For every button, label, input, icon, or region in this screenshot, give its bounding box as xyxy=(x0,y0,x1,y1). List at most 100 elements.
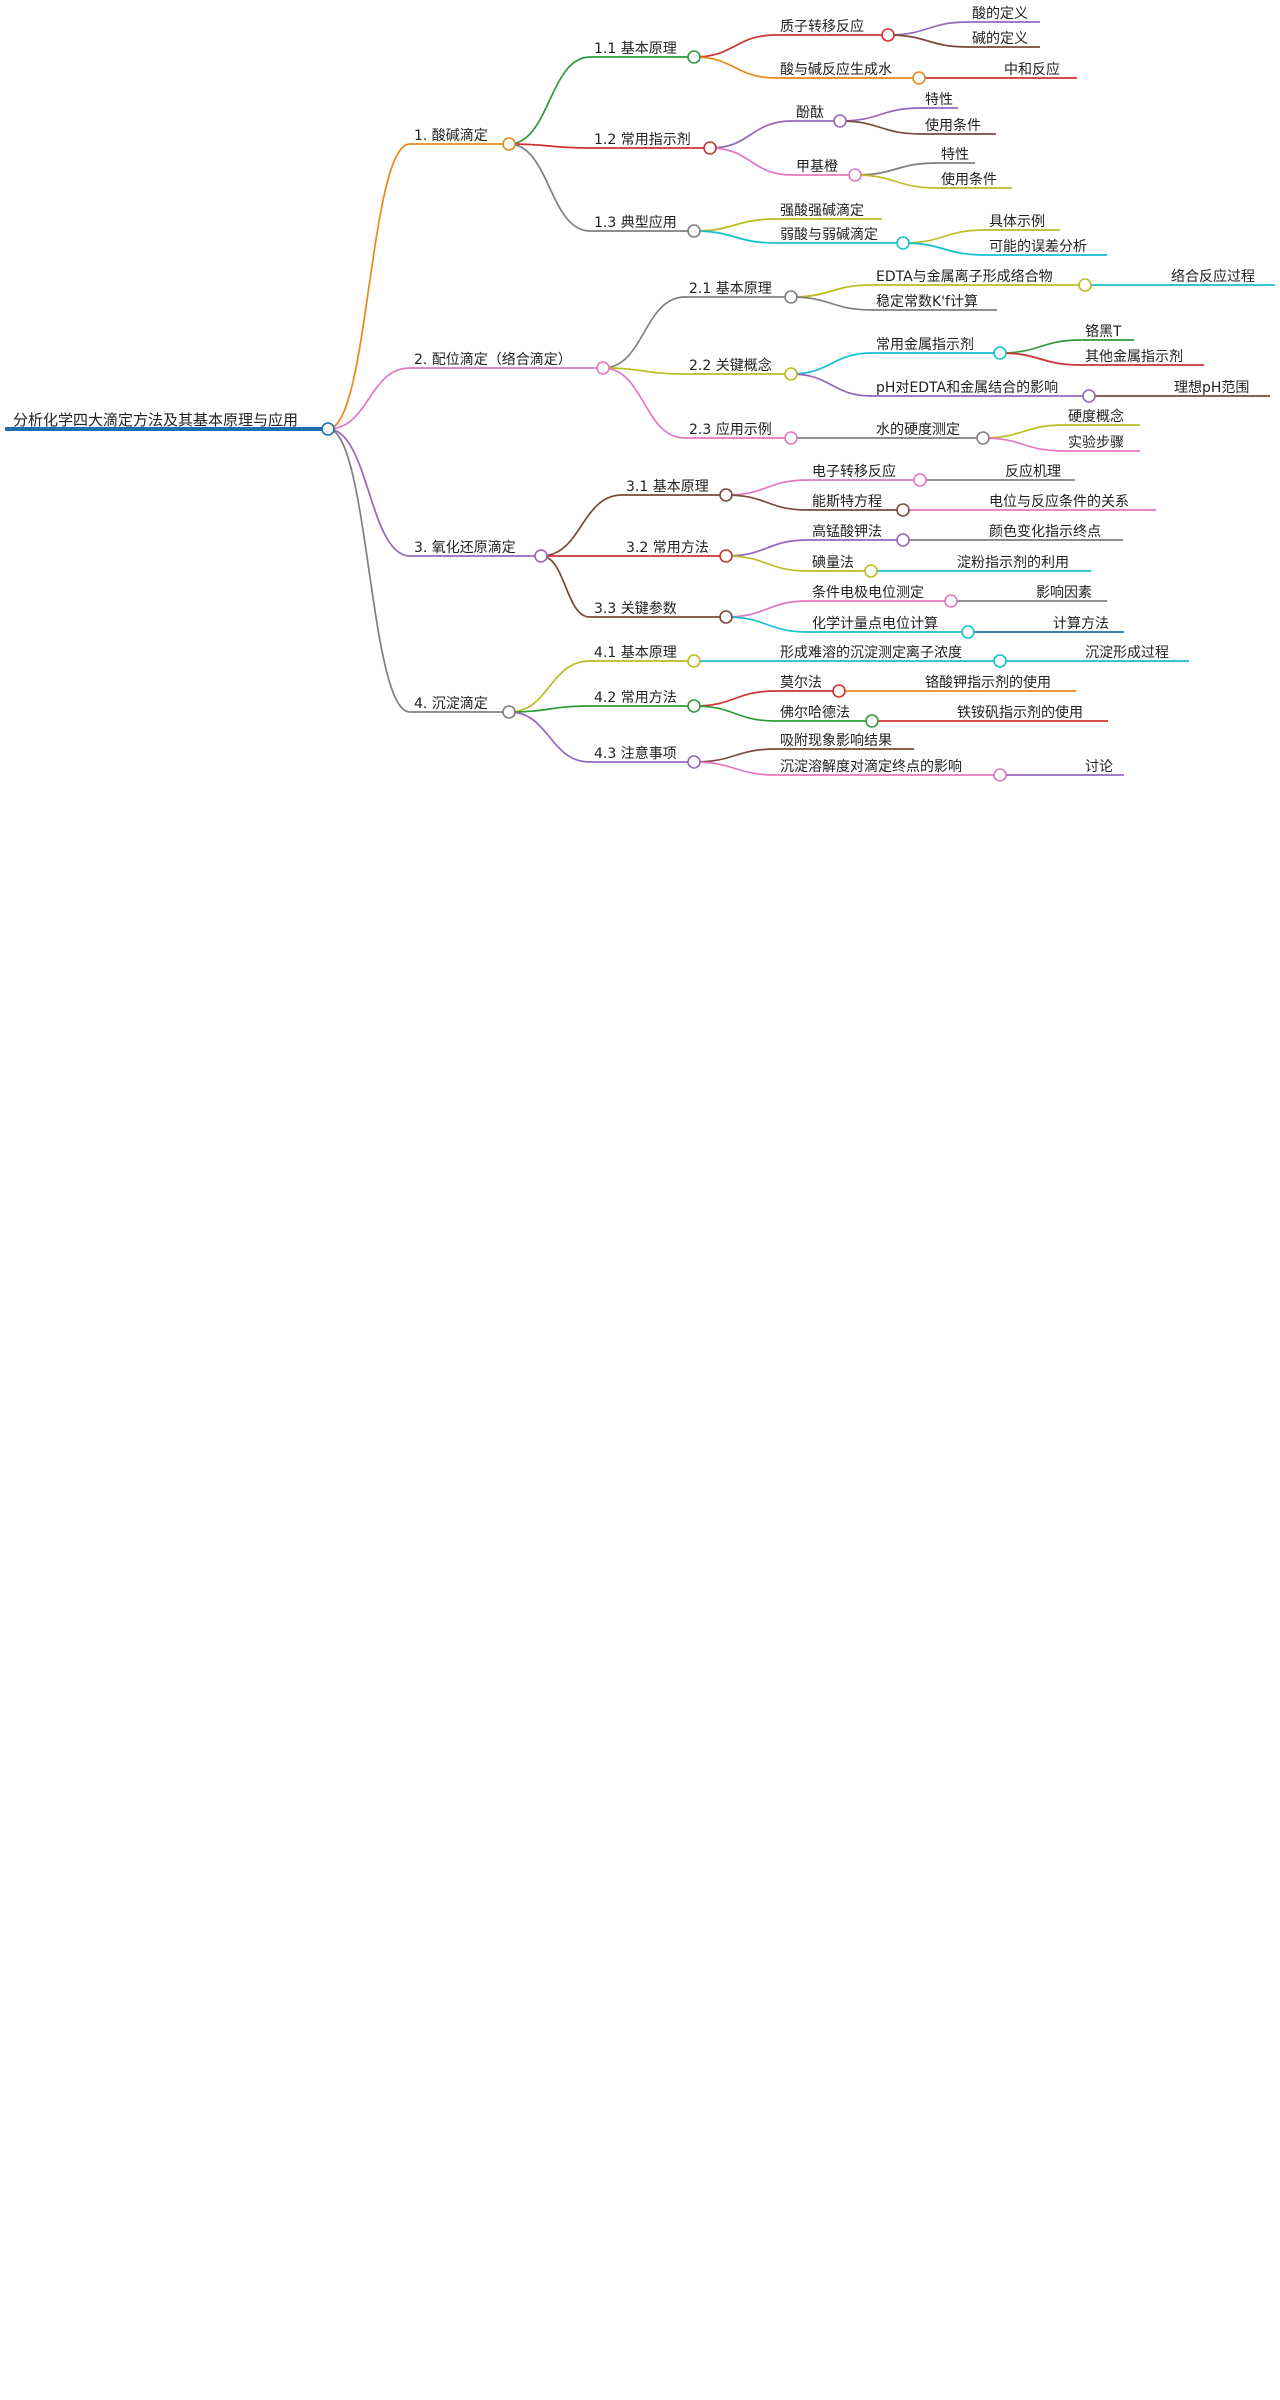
node-n2-1-1-label[interactable]: EDTA与金属离子形成络合物 xyxy=(876,268,1053,285)
node-n2-3-1-label[interactable]: 水的硬度测定 xyxy=(876,422,960,438)
node-n1-collapse-toggle[interactable] xyxy=(502,137,516,151)
node-n1-2-2-1-label[interactable]: 特性 xyxy=(941,147,969,163)
node-n4-3-2-collapse-toggle[interactable] xyxy=(993,768,1007,782)
node-n4-3-2-1-label[interactable]: 讨论 xyxy=(1085,759,1113,775)
node-n1-2-1-2-label[interactable]: 使用条件 xyxy=(925,117,981,134)
node-n1-3-collapse-toggle[interactable] xyxy=(687,224,701,238)
node-n3-2-collapse-toggle[interactable] xyxy=(719,549,733,563)
node-n1-3-1-label[interactable]: 强酸强碱滴定 xyxy=(780,202,864,219)
node-n2-2-1-2-label[interactable]: 其他金属指示剂 xyxy=(1085,349,1183,365)
node-n3-3-2-label[interactable]: 化学计量点电位计算 xyxy=(812,616,938,632)
node-n4-2-collapse-toggle[interactable] xyxy=(687,699,701,713)
node-n4-1-collapse-toggle[interactable] xyxy=(687,654,701,668)
node-n3-2-1-1-label[interactable]: 颜色变化指示终点 xyxy=(989,523,1101,540)
node-n2-1-collapse-toggle[interactable] xyxy=(784,290,798,304)
node-n1-3-label[interactable]: 1.3 典型应用 xyxy=(594,214,677,231)
node-n1-label[interactable]: 1. 酸碱滴定 xyxy=(414,127,488,144)
node-n1-2-collapse-toggle[interactable] xyxy=(703,141,717,155)
node-n4-1-1-collapse-toggle[interactable] xyxy=(993,654,1007,668)
node-n3-2-label[interactable]: 3.2 常用方法 xyxy=(626,540,709,556)
node-n3-1-2-collapse-toggle[interactable] xyxy=(896,503,910,517)
node-n4-2-2-collapse-toggle[interactable] xyxy=(865,714,879,728)
node-n2-1-label[interactable]: 2.1 基本原理 xyxy=(689,280,772,297)
node-n2-2-1-collapse-toggle[interactable] xyxy=(993,346,1007,360)
node-n2-1-1-1-label[interactable]: 络合反应过程 xyxy=(1171,268,1255,285)
node-n2-3-1-2-label[interactable]: 实验步骤 xyxy=(1068,435,1124,451)
node-n3-3-1-label[interactable]: 条件电极电位测定 xyxy=(812,584,924,601)
node-n2-1-1-collapse-toggle[interactable] xyxy=(1078,278,1092,292)
node-n3-1-collapse-toggle[interactable] xyxy=(719,488,733,502)
root-node-collapse-toggle[interactable] xyxy=(321,422,335,436)
node-n3-1-label[interactable]: 3.1 基本原理 xyxy=(626,478,709,495)
node-n2-3-1-collapse-toggle[interactable] xyxy=(976,431,990,445)
node-n1-2-label[interactable]: 1.2 常用指示剂 xyxy=(594,132,691,148)
node-n4-2-2-1-label[interactable]: 铁铵矾指示剂的使用 xyxy=(957,704,1083,721)
node-n3-1-2-1-label[interactable]: 电位与反应条件的关系 xyxy=(989,493,1129,510)
node-n4-3-collapse-toggle[interactable] xyxy=(687,755,701,769)
node-n1-1-2-label[interactable]: 酸与碱反应生成水 xyxy=(780,61,892,78)
node-n1-1-2-1-label[interactable]: 中和反应 xyxy=(1004,61,1060,78)
node-n2-2-2-collapse-toggle[interactable] xyxy=(1082,389,1096,403)
node-n2-2-2-label[interactable]: pH对EDTA和金属结合的影响 xyxy=(876,380,1058,396)
node-n3-3-collapse-toggle[interactable] xyxy=(719,610,733,624)
node-n1-1-1-collapse-toggle[interactable] xyxy=(881,28,895,42)
node-n2-2-label[interactable]: 2.2 关键概念 xyxy=(689,357,772,374)
node-n3-1-1-collapse-toggle[interactable] xyxy=(913,473,927,487)
node-n2-2-1-1-label[interactable]: 铬黑T xyxy=(1085,324,1122,340)
node-n2-2-2-1-label[interactable]: 理想pH范围 xyxy=(1174,379,1249,396)
node-n3-3-1-collapse-toggle[interactable] xyxy=(944,594,958,608)
node-n3-2-1-label[interactable]: 高锰酸钾法 xyxy=(812,523,882,540)
node-n1-1-2-collapse-toggle[interactable] xyxy=(912,71,926,85)
node-n4-3-2-label[interactable]: 沉淀溶解度对滴定终点的影响 xyxy=(780,758,962,775)
root-node-label[interactable]: 分析化学四大滴定方法及其基本原理与应用 xyxy=(13,411,298,429)
node-n3-2-2-1-label[interactable]: 淀粉指示剂的利用 xyxy=(957,555,1069,571)
node-n1-3-2-1-label[interactable]: 具体示例 xyxy=(989,214,1045,230)
node-n4-3-label[interactable]: 4.3 注意事项 xyxy=(594,745,677,762)
node-n1-1-1-2-label[interactable]: 碱的定义 xyxy=(972,31,1028,47)
node-n2-3-1-1-label[interactable]: 硬度概念 xyxy=(1068,408,1124,425)
node-n4-1-label[interactable]: 4.1 基本原理 xyxy=(594,644,677,661)
node-n1-1-collapse-toggle[interactable] xyxy=(687,50,701,64)
node-n1-2-1-1-label[interactable]: 特性 xyxy=(925,92,953,108)
node-n3-2-2-label[interactable]: 碘量法 xyxy=(812,555,854,571)
node-n1-3-2-collapse-toggle[interactable] xyxy=(896,236,910,250)
node-n2-2-collapse-toggle[interactable] xyxy=(784,367,798,381)
node-n4-2-1-1-label[interactable]: 铬酸钾指示剂的使用 xyxy=(925,674,1051,691)
node-n2-1-2-label[interactable]: 稳定常数K'f计算 xyxy=(876,294,978,310)
node-n3-3-1-1-label[interactable]: 影响因素 xyxy=(1036,585,1092,601)
node-n1-2-2-collapse-toggle[interactable] xyxy=(848,168,862,182)
node-n3-label[interactable]: 3. 氧化还原滴定 xyxy=(414,539,516,556)
node-n4-1-1-1-label[interactable]: 沉淀形成过程 xyxy=(1085,645,1169,661)
node-n1-3-2-label[interactable]: 弱酸与弱碱滴定 xyxy=(780,226,878,243)
node-n2-3-label[interactable]: 2.3 应用示例 xyxy=(689,421,772,438)
node-n3-1-1-1-label[interactable]: 反应机理 xyxy=(1005,463,1061,480)
node-n1-2-2-2-label[interactable]: 使用条件 xyxy=(941,171,997,188)
node-n3-2-2-collapse-toggle[interactable] xyxy=(864,564,878,578)
node-n3-3-2-1-label[interactable]: 计算方法 xyxy=(1053,616,1109,632)
node-n4-2-1-collapse-toggle[interactable] xyxy=(832,684,846,698)
node-n2-2-1-label[interactable]: 常用金属指示剂 xyxy=(876,337,974,353)
node-n3-collapse-toggle[interactable] xyxy=(534,549,548,563)
node-n4-1-1-label[interactable]: 形成难溶的沉淀测定离子浓度 xyxy=(780,644,962,661)
node-n3-1-2-label[interactable]: 能斯特方程 xyxy=(812,494,882,510)
node-n3-1-1-label[interactable]: 电子转移反应 xyxy=(812,463,896,480)
node-n1-1-1-1-label[interactable]: 酸的定义 xyxy=(972,6,1028,22)
node-n4-label[interactable]: 4. 沉淀滴定 xyxy=(414,695,488,712)
node-n1-1-label[interactable]: 1.1 基本原理 xyxy=(594,40,677,57)
node-n2-collapse-toggle[interactable] xyxy=(596,361,610,375)
node-n4-collapse-toggle[interactable] xyxy=(502,705,516,719)
node-n1-2-2-label[interactable]: 甲基橙 xyxy=(796,158,838,175)
node-n3-3-label[interactable]: 3.3 关键参数 xyxy=(594,600,677,617)
node-n2-label[interactable]: 2. 配位滴定（络合滴定） xyxy=(414,351,572,368)
node-n4-2-label[interactable]: 4.2 常用方法 xyxy=(594,690,677,706)
node-n1-2-1-collapse-toggle[interactable] xyxy=(833,114,847,128)
node-n3-3-2-collapse-toggle[interactable] xyxy=(961,625,975,639)
node-n3-2-1-collapse-toggle[interactable] xyxy=(896,533,910,547)
node-n4-3-1-label[interactable]: 吸附现象影响结果 xyxy=(780,733,892,749)
node-n1-1-1-label[interactable]: 质子转移反应 xyxy=(780,18,864,35)
node-n4-2-1-label[interactable]: 莫尔法 xyxy=(780,675,822,691)
node-n1-2-1-label[interactable]: 酚酞 xyxy=(796,105,824,121)
node-n4-2-2-label[interactable]: 佛尔哈德法 xyxy=(780,705,850,721)
node-n1-3-2-2-label[interactable]: 可能的误差分析 xyxy=(989,239,1087,255)
node-n2-3-collapse-toggle[interactable] xyxy=(784,431,798,445)
